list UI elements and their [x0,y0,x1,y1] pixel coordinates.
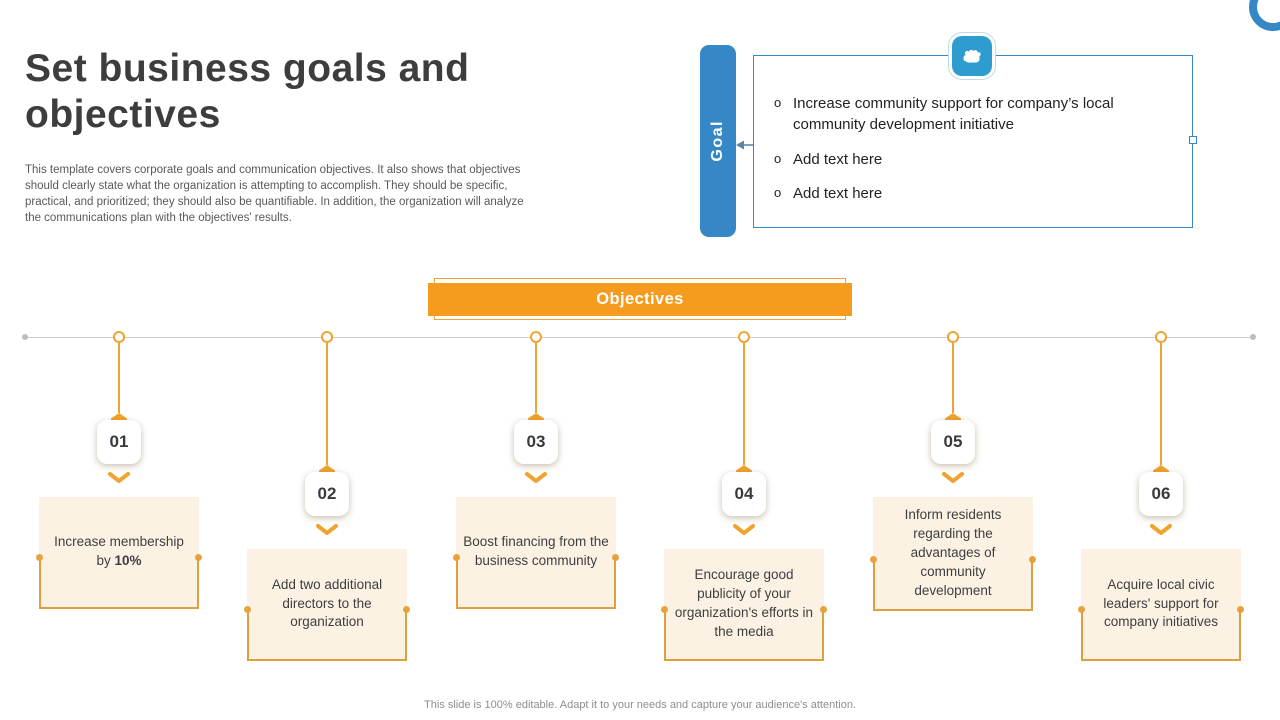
objective-item-06: 06 Acquire local civic leaders' support … [1078,331,1244,661]
chevron-down-icon [942,472,964,483]
goal-bullet-item: o Increase community support for company… [774,93,1166,136]
goal-text-box: o Increase community support for company… [753,55,1193,228]
box-corner-dot [870,556,877,564]
goal-bullet-placeholder[interactable]: Add text here [793,184,883,202]
objective-text-box: Boost financing from the business commun… [453,497,619,609]
goal-bullet-item[interactable]: o Add text here [774,149,1166,170]
goal-tab: Goal [700,45,736,237]
objective-number-badge: 03 [514,420,558,464]
objective-number: 01 [109,432,129,451]
objective-text: Acquire local civic leaders' support for… [1103,576,1219,630]
timeline-connector-line [118,341,120,413]
fist-icon [952,36,992,76]
circle-bullet-icon: o [774,184,782,200]
objective-number: 03 [526,432,546,451]
objective-number-badge: 06 [1139,472,1183,516]
goal-bullet-placeholder[interactable]: Add text here [793,150,883,168]
resize-handle[interactable] [1189,136,1197,144]
box-corner-dot [1237,606,1244,613]
corner-ring-decoration [1249,0,1280,31]
objective-number-badge: 02 [305,472,349,516]
objective-number: 06 [1151,484,1171,503]
box-corner-dot [1029,556,1036,564]
chevron-down-icon [1150,524,1172,535]
goal-bullet-item[interactable]: o Add text here [774,183,1166,204]
chevron-down-icon [316,524,338,535]
objective-text: Add two additional directors to the orga… [271,576,383,630]
box-corner-dot [820,606,827,613]
objective-text-box: Add two additional directors to the orga… [244,549,410,661]
objective-text: Inform residents regarding the advantage… [904,507,1002,598]
page-title: Set business goals and objectives [25,47,470,136]
box-corner-dot [1078,606,1085,613]
slide-description: This template covers corporate goals and… [25,164,524,224]
objective-text: Boost financing from the business commun… [463,534,609,568]
goal-tab-label: Goal [709,120,726,162]
objective-item-01: 01 Increase membership by 10% [36,331,202,609]
box-corner-dot [612,554,619,561]
chevron-down-icon [108,472,130,483]
objective-text-box: Acquire local civic leaders' support for… [1078,549,1244,661]
chevron-down-icon [733,524,755,535]
timeline-line [25,337,1253,338]
circle-bullet-icon: o [774,95,782,110]
timeline-connector-line [326,341,328,465]
box-corner-dot [36,554,43,561]
timeline-endpoint-dot [22,334,28,340]
objective-item-03: 03 Boost financing from the business com… [453,331,619,609]
objectives-banner-label: Objectives [596,290,684,308]
objective-number-badge: 04 [722,472,766,516]
slide-footer-note: This slide is 100% editable. Adapt it to… [424,699,856,711]
objective-text-box: Inform residents regarding the advantage… [870,497,1036,612]
objective-text: Increase membership by [54,534,184,568]
goal-bullet-text: Increase community support for company’s… [793,95,1114,134]
objective-text: Encourage good publicity of your organiz… [674,567,814,639]
objective-number-badge: 05 [931,420,975,464]
badge-top-tag [1153,465,1169,475]
objective-text-box: Increase membership by 10% [36,497,202,609]
objective-item-02: 02 Add two additional directors to the o… [244,331,410,661]
objective-text-box: Encourage good publicity of your organiz… [661,549,827,661]
objective-number: 02 [317,484,337,503]
badge-top-tag [528,413,544,423]
circle-bullet-icon: o [774,150,782,166]
box-corner-dot [661,606,668,613]
objective-number: 05 [943,432,963,451]
badge-top-tag [111,413,127,423]
objective-item-04: 04 Encourage good publicity of your orga… [661,331,827,661]
chevron-down-icon [525,472,547,483]
badge-top-tag [945,413,961,423]
objectives-banner: Objectives [428,283,852,316]
timeline-connector-line [1160,341,1162,465]
objective-number-badge: 01 [97,420,141,464]
objective-item-05: 05 Inform residents regarding the advant… [870,331,1036,612]
objective-number: 04 [734,484,754,503]
box-corner-dot [244,606,251,613]
timeline-connector-line [743,341,745,465]
box-corner-dot [195,554,202,561]
timeline-endpoint-dot [1250,334,1256,340]
timeline-connector-line [952,341,954,413]
box-corner-dot [453,554,460,561]
objective-bold-text: 10% [114,553,142,568]
badge-top-tag [319,465,335,475]
badge-top-tag [736,465,752,475]
timeline-connector-line [535,341,537,413]
box-corner-dot [403,606,410,613]
